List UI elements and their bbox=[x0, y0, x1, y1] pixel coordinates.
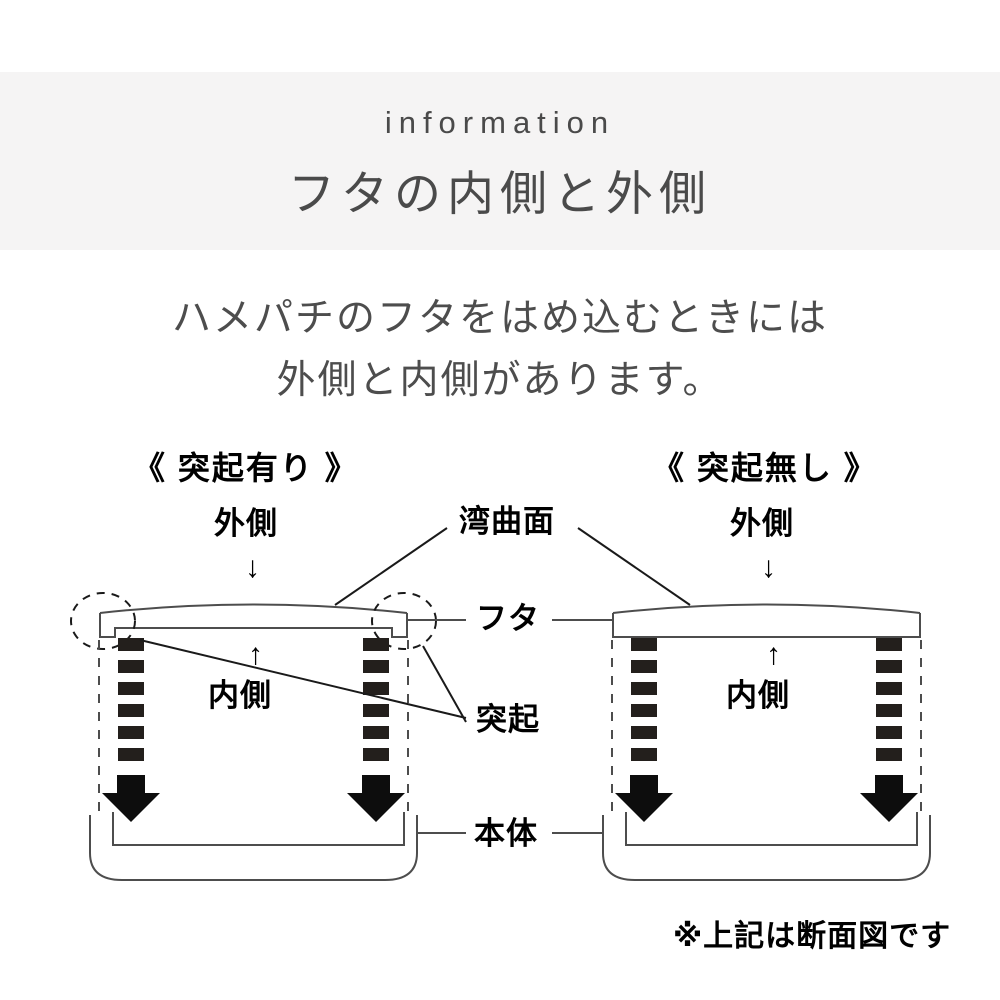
body-label: 本体 bbox=[474, 816, 538, 851]
leader-curve-to-left-lid bbox=[334, 527, 448, 606]
lead-line-1: ハメパチのフタをはめ込むときには bbox=[171, 297, 828, 340]
right-lid-curved-top bbox=[612, 603, 921, 614]
page-title: フタの内側と外側 bbox=[288, 167, 712, 220]
right-down-arrow-left bbox=[615, 775, 673, 822]
header-band bbox=[0, 72, 1000, 250]
left-section-label: 《 突起有り 》 bbox=[133, 450, 359, 486]
tab-label: 突起 bbox=[476, 702, 540, 737]
lead-paragraph: ハメパチのフタをはめ込むときには 外側と内側があります。 bbox=[0, 288, 1000, 412]
left-tab-highlight-circle-left bbox=[70, 592, 136, 650]
left-outer-label: 外側 bbox=[214, 506, 278, 541]
left-body-inner bbox=[112, 812, 405, 846]
left-stripe-column-right bbox=[363, 638, 389, 770]
left-down-arrow-right bbox=[347, 775, 405, 822]
leader-tab-to-left-tab bbox=[139, 639, 467, 719]
right-outer-arrow-icon: ↓ bbox=[761, 551, 776, 584]
left-outer-arrow-icon: ↓ bbox=[245, 551, 260, 584]
right-inner-arrow-icon: ↑ bbox=[766, 638, 781, 671]
lead-line-2: 外側と内側があります。 bbox=[276, 359, 724, 402]
left-stripe-column-left bbox=[118, 638, 144, 770]
right-section-label: 《 突起無し 》 bbox=[652, 450, 878, 486]
left-diagram-group bbox=[70, 592, 437, 881]
left-down-arrow-left bbox=[102, 775, 160, 822]
footer-note: ※上記は断面図です bbox=[673, 920, 952, 953]
left-lid-underside-with-tabs bbox=[99, 613, 408, 638]
left-lid-curved-top bbox=[99, 603, 408, 614]
right-down-arrow-right bbox=[860, 775, 918, 822]
left-inner-arrow-icon: ↑ bbox=[248, 638, 263, 671]
right-diagram-group bbox=[602, 603, 931, 881]
right-stripe-column-left bbox=[631, 638, 657, 770]
right-stripe-column-right bbox=[876, 638, 902, 770]
leader-tab-to-right-tab bbox=[422, 645, 467, 723]
curved-surface-label: 湾曲面 bbox=[459, 504, 555, 539]
right-outer-label: 外側 bbox=[730, 506, 794, 541]
right-lid-underside-flat bbox=[612, 613, 921, 638]
right-body-outer bbox=[602, 815, 931, 881]
right-body-inner bbox=[625, 812, 918, 846]
lid-label: フタ bbox=[476, 601, 540, 636]
left-body-outer bbox=[89, 815, 418, 881]
leader-curve-to-right-lid bbox=[577, 527, 691, 606]
left-inner-label: 内側 bbox=[208, 678, 272, 713]
leader-lines-group bbox=[139, 527, 691, 834]
header-eyebrow: information bbox=[384, 105, 616, 140]
right-inner-label: 内側 bbox=[726, 678, 790, 713]
